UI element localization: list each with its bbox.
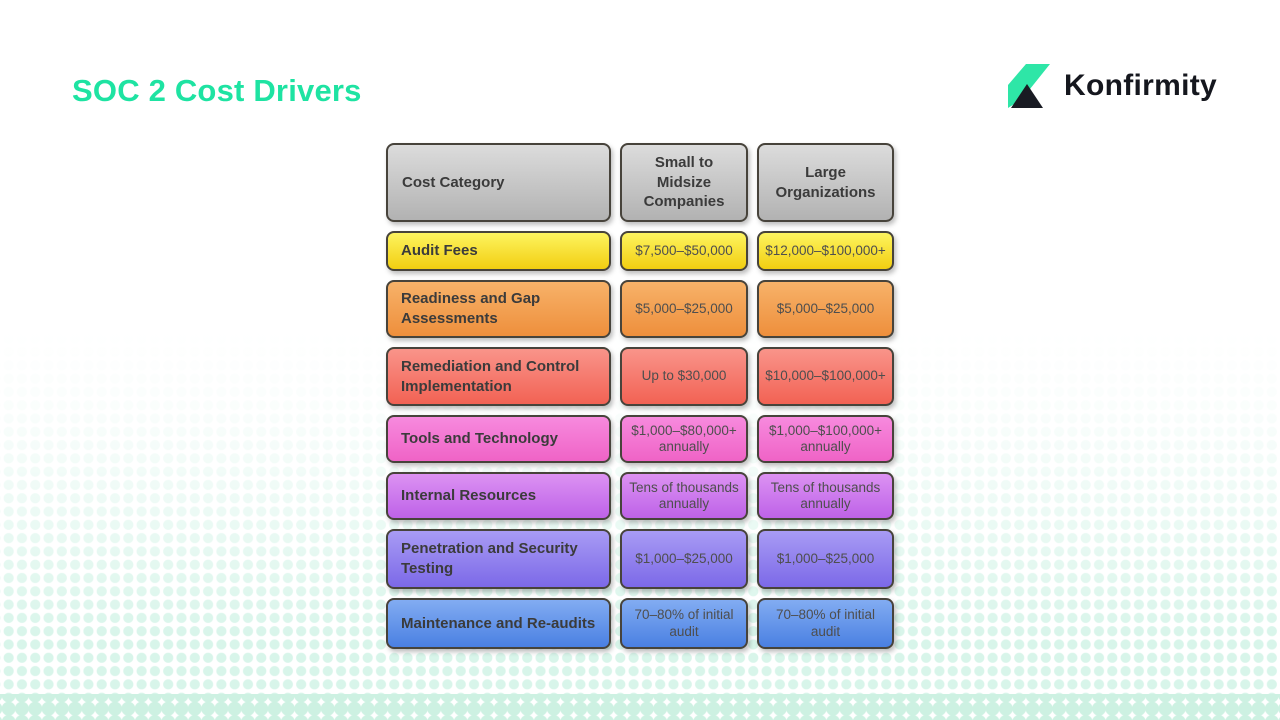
category-cell: Internal Resources (386, 472, 611, 520)
value-cell-small: Up to $30,000 (620, 347, 748, 406)
halftone-bottom-strip (0, 694, 1280, 720)
value-cell-large: $1,000–$25,000 (757, 529, 894, 589)
category-cell: Penetration and Security Testing (386, 529, 611, 589)
value-cell-large: $10,000–$100,000+ (757, 347, 894, 406)
category-cell: Audit Fees (386, 231, 611, 271)
value-cell-small: $7,500–$50,000 (620, 231, 748, 271)
header-cost-category: Cost Category (386, 143, 611, 222)
value-cell-large: $12,000–$100,000+ (757, 231, 894, 271)
konfirmity-logo-icon (1008, 64, 1050, 108)
header-small-midsize: Small to Midsize Companies (620, 143, 748, 222)
value-cell-small: $5,000–$25,000 (620, 280, 748, 338)
cost-table: Cost Category Small to Midsize Companies… (386, 143, 894, 649)
category-cell: Maintenance and Re-audits (386, 598, 611, 649)
value-cell-small: Tens of thousands annually (620, 472, 748, 520)
page-title: SOC 2 Cost Drivers (72, 73, 362, 108)
value-cell-small: $1,000–$25,000 (620, 529, 748, 589)
logo-mark-dark (1011, 84, 1043, 108)
value-cell-large: 70–80% of initial audit (757, 598, 894, 649)
value-cell-large: $1,000–$100,000+ annually (757, 415, 894, 463)
value-cell-large: Tens of thousands annually (757, 472, 894, 520)
brand-logo: Konfirmity (1008, 63, 1217, 109)
category-cell: Tools and Technology (386, 415, 611, 463)
brand-name: Konfirmity (1064, 69, 1217, 102)
value-cell-large: $5,000–$25,000 (757, 280, 894, 338)
header-large-orgs: Large Organizations (757, 143, 894, 222)
value-cell-small: $1,000–$80,000+ annually (620, 415, 748, 463)
category-cell: Readiness and Gap Assessments (386, 280, 611, 338)
category-cell: Remediation and Control Implementation (386, 347, 611, 406)
value-cell-small: 70–80% of initial audit (620, 598, 748, 649)
